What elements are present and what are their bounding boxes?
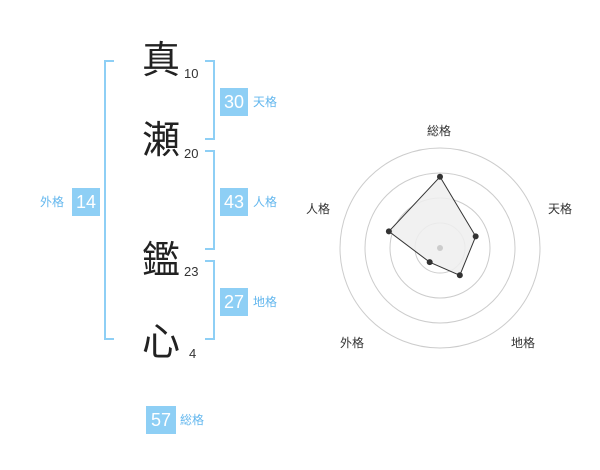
- radar-axis-label-gaikaku: 外格: [340, 336, 365, 350]
- radar-rings: [339, 147, 541, 349]
- soukaku-label: 総格: [180, 413, 205, 427]
- radar-axis-label-tenkaku: 天格: [548, 202, 573, 216]
- name-char-1: 真: [142, 38, 181, 82]
- radar-axis-label-jinkaku: 人格: [306, 202, 331, 216]
- radar-point: [426, 259, 433, 266]
- gaikaku-bracket: [104, 60, 114, 340]
- stroke-count-2: 20: [184, 146, 199, 161]
- radar-axis-label-soukaku: 総格: [427, 124, 452, 138]
- radar-ring: [339, 147, 541, 349]
- radar-point: [437, 173, 443, 180]
- radar-axis-label-chikaku: 地格: [511, 336, 536, 350]
- chikaku-value-badge: 27: [220, 288, 248, 316]
- chikaku-bracket: [205, 260, 215, 340]
- gaikaku-value-badge: 14: [72, 188, 100, 216]
- tenkaku-label: 天格: [253, 95, 278, 109]
- name-char-2: 瀬: [142, 118, 181, 162]
- stroke-count-3: 23: [184, 264, 199, 279]
- radar-point: [385, 228, 392, 235]
- jinkaku-label: 人格: [253, 195, 278, 209]
- radar-data-polygon: [388, 175, 477, 276]
- name-char-3: 鑑: [142, 238, 181, 282]
- radar-point: [456, 272, 463, 279]
- chikaku-label: 地格: [253, 295, 278, 309]
- jinkaku-value-badge: 43: [220, 188, 248, 216]
- gaikaku-label: 外格: [40, 195, 65, 209]
- tenkaku-value-badge: 30: [220, 88, 248, 116]
- stroke-count-4: 4: [189, 346, 197, 361]
- radar-points: [385, 173, 479, 279]
- soukaku-value-badge: 57: [146, 406, 176, 434]
- radar-point: [472, 233, 479, 240]
- radar-ring: [364, 172, 516, 324]
- jinkaku-bracket: [205, 150, 215, 250]
- radar-center-dot: [437, 245, 443, 251]
- tenkaku-bracket: [205, 60, 215, 140]
- name-char-4: 心: [142, 320, 181, 364]
- stroke-count-1: 10: [184, 66, 199, 81]
